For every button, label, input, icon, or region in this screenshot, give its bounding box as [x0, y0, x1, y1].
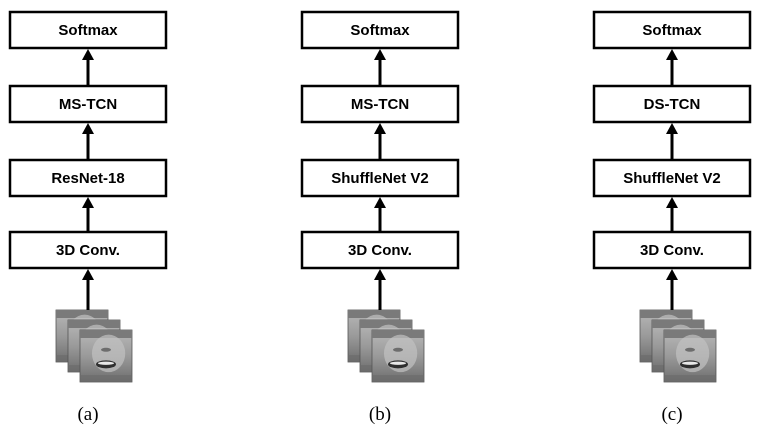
- block-resnet-18: ResNet-18: [8, 158, 168, 198]
- block-label: Softmax: [350, 22, 410, 39]
- block-3d-conv: 3D Conv.: [8, 230, 168, 270]
- panel-caption: (c): [661, 404, 682, 425]
- block-label: ResNet-18: [51, 170, 124, 187]
- arrow-up: [82, 123, 94, 160]
- block-ds-tcn: DS-TCN: [592, 84, 752, 124]
- arrow-up: [374, 197, 386, 232]
- block-shufflenet-v2: ShuffleNet V2: [592, 158, 752, 198]
- arrow-up: [666, 197, 678, 232]
- arrow-input: [666, 269, 678, 310]
- block-label: ShuffleNet V2: [623, 170, 721, 187]
- arrow-input: [374, 269, 386, 310]
- face-frames-icon: [639, 309, 717, 383]
- block-label: 3D Conv.: [56, 242, 120, 259]
- arrow-up: [82, 49, 94, 86]
- face-frame: [371, 329, 425, 383]
- block-ms-tcn: MS-TCN: [8, 84, 168, 124]
- block-label: 3D Conv.: [348, 242, 412, 259]
- block-label: DS-TCN: [644, 96, 701, 113]
- block-label: 3D Conv.: [640, 242, 704, 259]
- face-frame: [663, 329, 717, 383]
- block-label: Softmax: [642, 22, 702, 39]
- block-label: ShuffleNet V2: [331, 170, 429, 187]
- block-softmax: Softmax: [592, 10, 752, 50]
- block-ms-tcn: MS-TCN: [300, 84, 460, 124]
- block-label: MS-TCN: [351, 96, 409, 113]
- panel-caption: (a): [77, 404, 98, 425]
- panel-caption: (b): [369, 404, 391, 425]
- arrow-up: [666, 49, 678, 86]
- block-softmax: Softmax: [300, 10, 460, 50]
- block-3d-conv: 3D Conv.: [592, 230, 752, 270]
- block-label: Softmax: [58, 22, 118, 39]
- face-frames-icon: [347, 309, 425, 383]
- arrow-up: [374, 49, 386, 86]
- panel-c: 3D Conv. ShuffleNet V2 DS-TCN Softmax (c): [592, 10, 752, 425]
- block-3d-conv: 3D Conv.: [300, 230, 460, 270]
- arrow-input: [82, 269, 94, 310]
- arrow-up: [666, 123, 678, 160]
- block-label: MS-TCN: [59, 96, 117, 113]
- arrow-up: [374, 123, 386, 160]
- face-frame: [79, 329, 133, 383]
- face-frames-icon: [55, 309, 133, 383]
- panel-b: 3D Conv. ShuffleNet V2 MS-TCN Softmax (b): [300, 10, 460, 425]
- block-softmax: Softmax: [8, 10, 168, 50]
- arrow-up: [82, 197, 94, 232]
- block-shufflenet-v2: ShuffleNet V2: [300, 158, 460, 198]
- panel-a: 3D Conv. ResNet-18 MS-TCN Softmax (a): [8, 10, 168, 425]
